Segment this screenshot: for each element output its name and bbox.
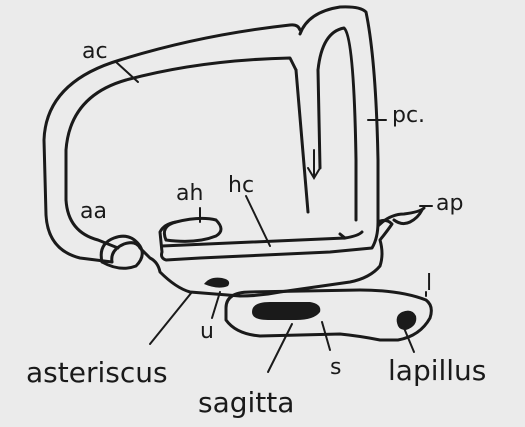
label-lapillus: lapillus — [388, 354, 486, 387]
utricle-otolith — [204, 278, 229, 288]
posterior-canal-inner — [318, 28, 356, 220]
label-hc: hc — [228, 173, 254, 198]
anterior-ampulla — [101, 236, 142, 268]
label-ap: ap — [436, 191, 463, 216]
label-pc: pc. — [392, 103, 425, 128]
leader-u — [212, 292, 220, 318]
label-asteriscus: asteriscus — [26, 356, 168, 389]
label-aa: aa — [80, 199, 107, 224]
common-crus — [296, 70, 320, 212]
label-u: u — [200, 319, 214, 344]
leader-hc — [246, 196, 270, 246]
utriculus-outline — [112, 220, 392, 296]
horizontal-canal — [162, 232, 362, 246]
leader-sagitta — [268, 324, 292, 372]
horizontal-ampulla — [164, 218, 221, 241]
label-l: l — [426, 271, 432, 296]
posterior-canal-outer — [300, 7, 378, 222]
label-ac: ac — [82, 39, 108, 64]
common-crus-arrow — [308, 150, 320, 178]
label-ah: ah — [176, 181, 203, 206]
sagitta-otolith — [252, 302, 320, 320]
posterior-ampulla — [378, 208, 424, 226]
leader-asteriscus — [150, 292, 192, 344]
label-s: s — [330, 355, 341, 380]
leader-s — [322, 322, 330, 350]
lapillus-otolith — [397, 311, 417, 330]
label-sagitta: sagitta — [198, 386, 294, 419]
leader-lapillus — [404, 328, 414, 352]
